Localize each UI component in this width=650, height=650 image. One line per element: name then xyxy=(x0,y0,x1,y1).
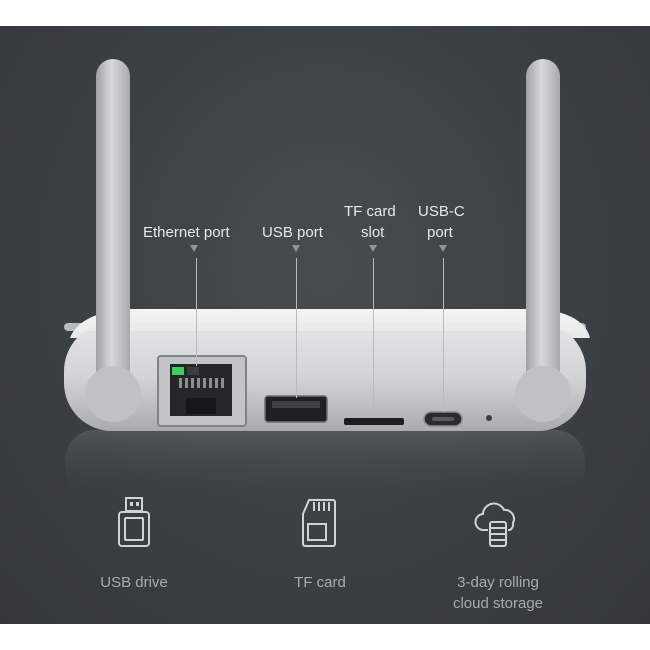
usb-port-label: USB port xyxy=(262,224,323,241)
router-device xyxy=(64,59,590,500)
tf-card-icon xyxy=(301,498,337,548)
tf-card-label: TF card xyxy=(294,574,346,591)
tf-slot-label-line1: TF card xyxy=(344,203,396,220)
tf-card-slot xyxy=(344,418,404,425)
usb-port xyxy=(264,395,328,423)
usb-leader xyxy=(296,258,297,398)
usbc-label-line1: USB-C xyxy=(418,203,465,220)
tf-slot-label-line2: slot xyxy=(361,224,385,241)
ethernet-leader xyxy=(196,258,197,366)
usbc-label-line2: port xyxy=(427,224,453,241)
usb-arrow xyxy=(292,245,300,252)
product-panel: Ethernet port USB port TF card slot USB-… xyxy=(0,26,650,624)
usb-drive-label: USB drive xyxy=(100,574,168,591)
ethernet-port-label: Ethernet port xyxy=(143,224,230,241)
ethernet-led xyxy=(172,367,184,375)
ethernet-arrow xyxy=(190,245,198,252)
cloud-storage-icon xyxy=(474,500,522,550)
usbc-arrow xyxy=(439,245,447,252)
tf-arrow xyxy=(369,245,377,252)
cloud-storage-label-line2: cloud storage xyxy=(452,595,544,612)
tf-leader xyxy=(373,258,374,418)
reset-hole xyxy=(486,415,492,421)
cloud-storage-label-line1: 3-day rolling xyxy=(457,574,539,591)
usb-drive-icon xyxy=(117,496,151,548)
usbc-leader xyxy=(443,258,444,412)
